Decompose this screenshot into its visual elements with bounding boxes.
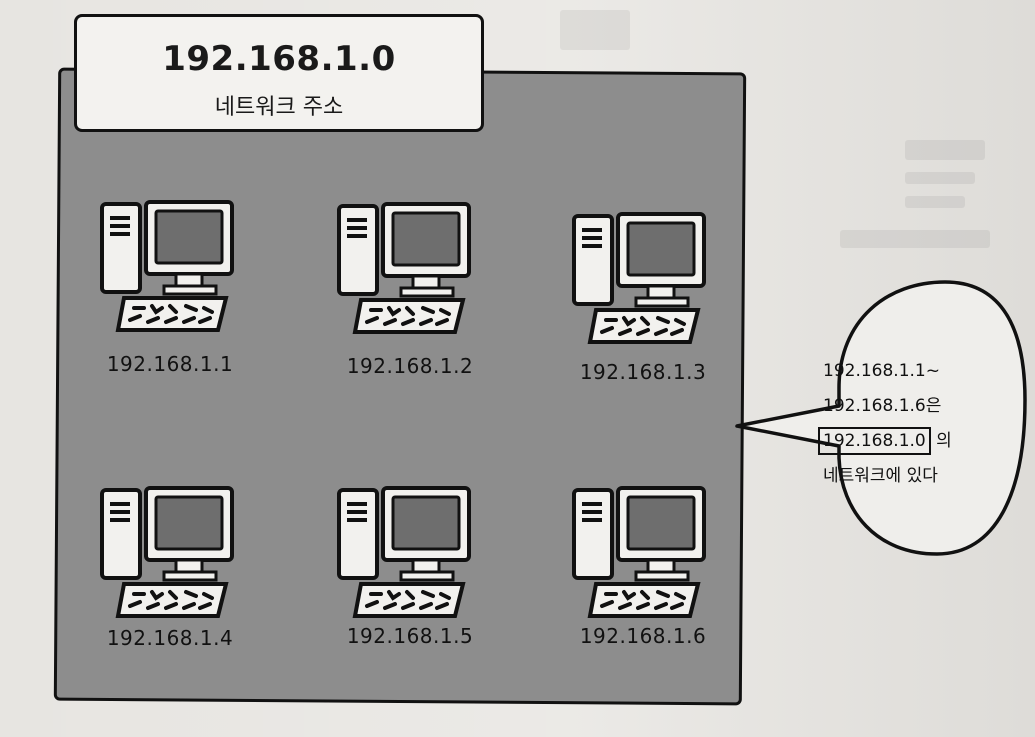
background-bleed-mark — [560, 10, 630, 50]
bubble-line-1: 192.168.1.1~ — [823, 361, 940, 381]
computer-ip-label: 192.168.1.2 — [346, 354, 474, 378]
highlighted-network-address: 192.168.1.0 — [818, 427, 931, 455]
background-bleed-mark — [840, 230, 990, 248]
computer-6 — [572, 484, 712, 619]
network-address: 192.168.1.0 — [162, 39, 396, 79]
computer-5 — [337, 484, 477, 619]
computer-1 — [100, 198, 240, 333]
bubble-line-3-suffix: 의 — [930, 431, 952, 451]
computer-ip-label: 192.168.1.3 — [579, 360, 707, 384]
desktop-computer-icon — [100, 200, 234, 332]
bubble-line-4: 네트워크에 있다 — [823, 466, 938, 486]
network-address-label: 192.168.1.0 네트워크 주소 — [74, 14, 484, 132]
desktop-computer-icon — [337, 486, 471, 618]
background-bleed-mark — [905, 140, 985, 160]
speech-bubble: 192.168.1.1~ 192.168.1.6은 192.168.1.0 의 … — [735, 280, 1027, 558]
computer-ip-label: 192.168.1.5 — [346, 624, 474, 648]
bubble-line-3: 192.168.1.0 의 — [818, 424, 952, 459]
speech-bubble-shape — [735, 280, 1027, 556]
speech-bubble-text: 192.168.1.1~ 192.168.1.6은 192.168.1.0 의 … — [818, 354, 952, 494]
network-address-caption: 네트워크 주소 — [214, 95, 344, 120]
computer-4 — [100, 484, 240, 619]
computer-ip-label: 192.168.1.4 — [106, 626, 234, 650]
desktop-computer-icon — [100, 486, 234, 618]
computer-3 — [572, 210, 712, 345]
desktop-computer-icon — [337, 202, 471, 334]
bubble-line-2: 192.168.1.6은 — [823, 396, 942, 416]
background-bleed-mark — [905, 196, 965, 208]
computer-2 — [337, 200, 477, 335]
computer-ip-label: 192.168.1.6 — [579, 624, 707, 648]
desktop-computer-icon — [572, 486, 706, 618]
computer-ip-label: 192.168.1.1 — [106, 352, 234, 376]
desktop-computer-icon — [572, 212, 706, 344]
background-bleed-mark — [905, 172, 975, 184]
